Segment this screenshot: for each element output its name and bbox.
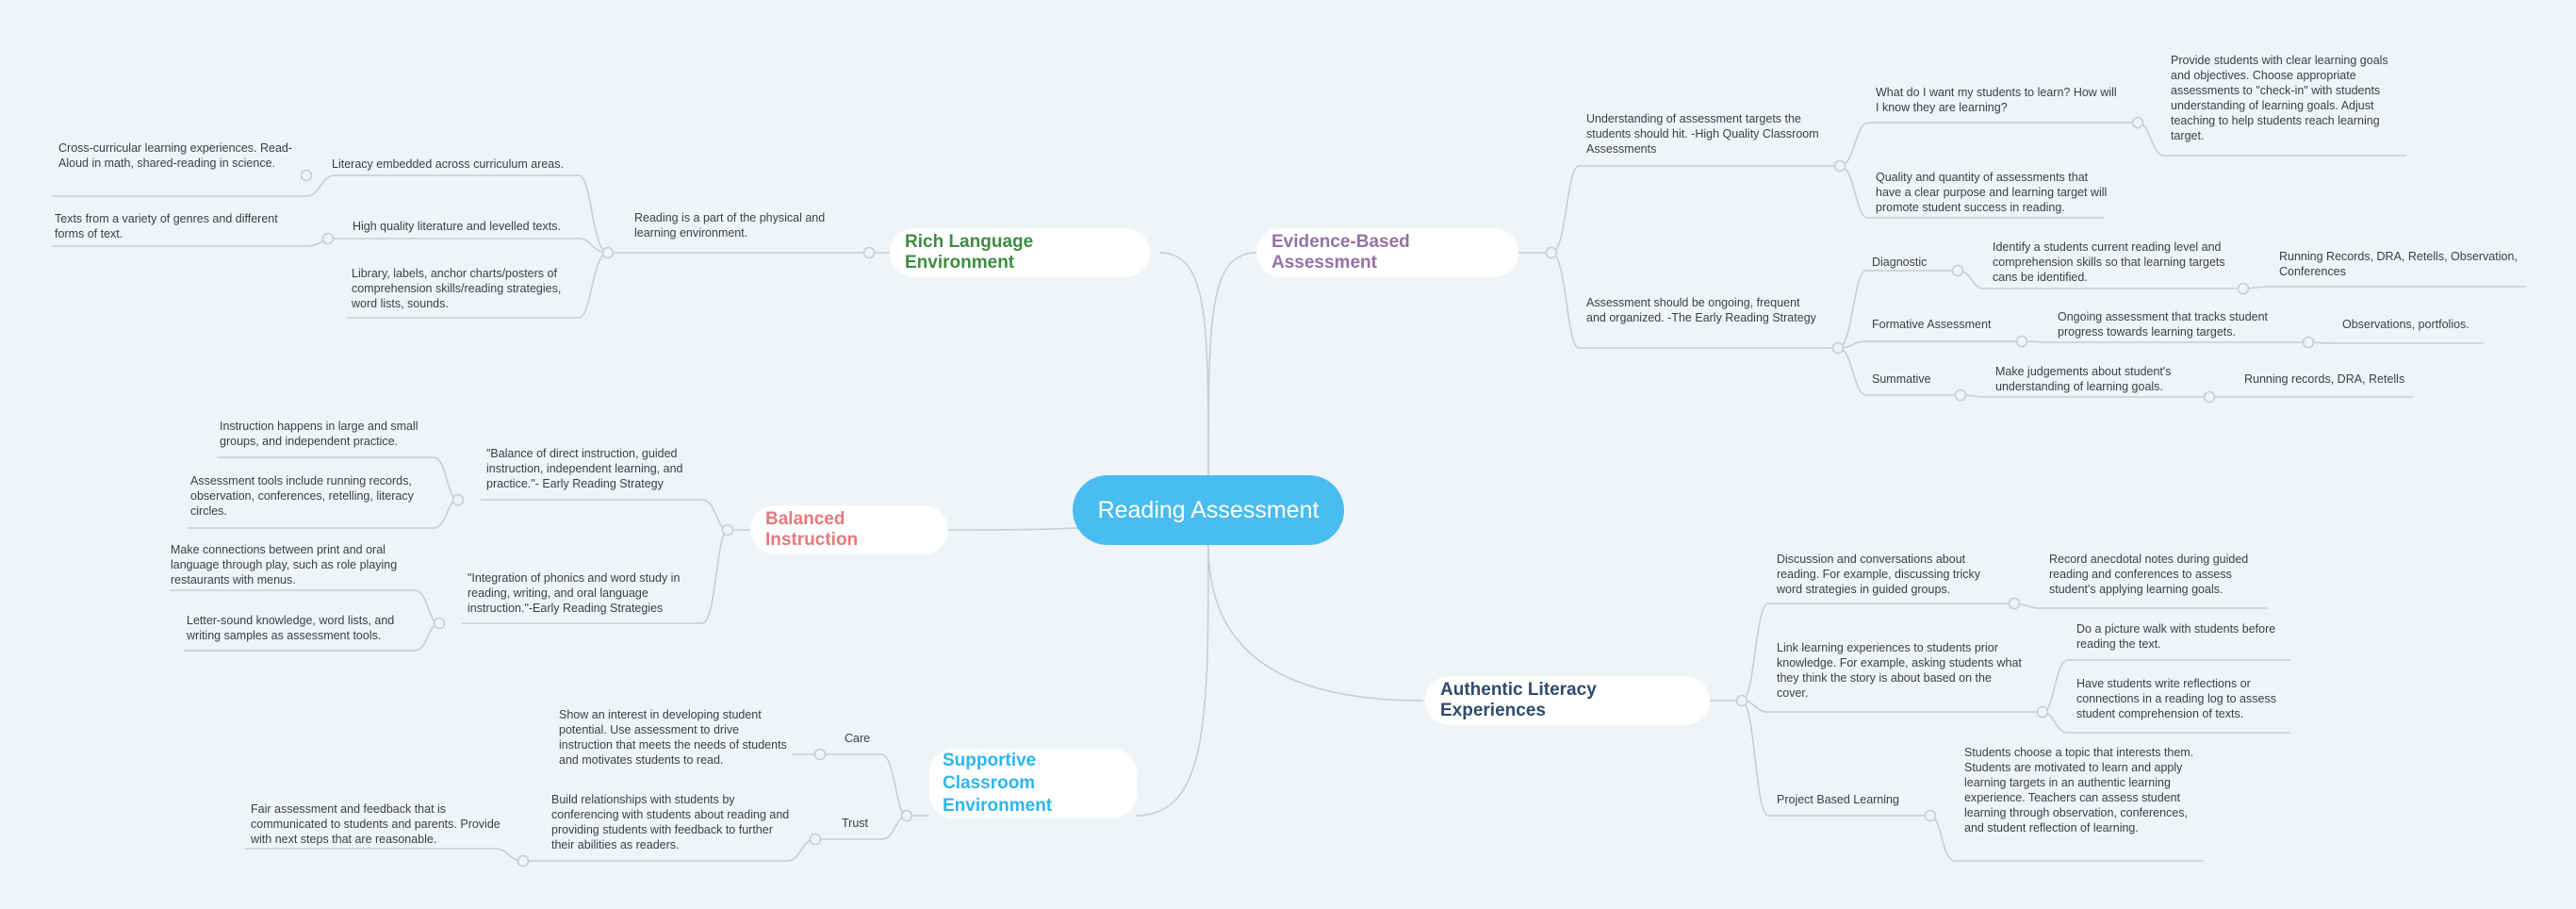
link-joint [300,169,313,182]
link-joint [2131,116,2144,129]
link-center-supportive [1135,544,1209,817]
link-joint [2203,390,2216,404]
node-instruction-groups[interactable]: Instruction happens in large and small g… [220,420,418,448]
link-center-authentic [1207,544,1424,702]
node-project-detail[interactable]: Students choose a topic that interests t… [1964,746,2194,835]
link-joint [601,246,615,259]
node-texts-variety[interactable]: Texts from a variety of genres and diffe… [55,212,278,240]
node-picture-walk[interactable]: Do a picture walk with students before r… [2076,622,2276,651]
node-letter-sound[interactable]: Letter-sound knowledge, word lists, and … [187,614,395,642]
node-care[interactable]: Care [845,732,871,745]
branch-authentic-literacy[interactable]: Authentic Literacy Experiences [1425,676,1710,725]
node-library-labels[interactable]: Library, labels, anchor charts/posters o… [352,267,562,310]
node-reading-log-reflections[interactable]: Have students write reflections or conne… [2076,677,2276,720]
node-trust-detail[interactable]: Build relationships with students by con… [551,793,790,851]
link-joint [813,748,827,761]
node-formative-assessment[interactable]: Formative Assessment [1872,318,1992,331]
link-joint [321,232,335,245]
link-joint [433,617,446,630]
node-assessment-tools[interactable]: Assessment tools include running records… [190,474,414,518]
node-diagnostic-detail[interactable]: Identify a students current reading leve… [1993,240,2225,284]
link-joint [1924,809,1937,822]
node-project-based-learning[interactable]: Project Based Learning [1777,793,1899,806]
link-joint [517,854,530,868]
branch-rich-language[interactable]: Rich Language Environment [890,228,1150,277]
link-joint [451,493,465,506]
node-anecdotal-notes[interactable]: Record anecdotal notes during guided rea… [2049,553,2249,596]
node-clear-learning-goals[interactable]: Provide students with clear learning goa… [2171,54,2388,142]
branch-supportive-classroom[interactable]: Supportive Classroom Environment [929,749,1137,818]
link-center-evidence [1207,252,1257,476]
node-balance-quote[interactable]: "Balance of direct instruction, guided i… [486,447,683,490]
node-fair-feedback[interactable]: Fair assessment and feedback that is com… [251,802,500,846]
node-diagnostic-tools[interactable]: Running Records, DRA, Retells, Observati… [2279,250,2518,278]
link-joint [1951,264,1964,277]
node-diagnostic[interactable]: Diagnostic [1872,256,1928,269]
node-high-quality-literature[interactable]: High quality literature and levelled tex… [353,220,561,233]
node-cross-curricular[interactable]: Cross-curricular learning experiences. R… [58,141,293,170]
link-joint [1735,694,1748,707]
link-joint [1954,388,1967,402]
link-joint [2015,335,2028,348]
link-joint [900,809,913,822]
link-center-rich [1158,252,1209,476]
link-joint [1545,246,1558,259]
node-care-detail[interactable]: Show an interest in developing student p… [559,708,787,767]
branch-balanced-instruction[interactable]: Balanced Instruction [750,505,948,554]
link-joint [721,523,734,537]
link-joint [809,833,822,846]
node-summative-detail[interactable]: Make judgements about student's understa… [1995,365,2172,393]
node-assessment-targets[interactable]: Understanding of assessment targets the … [1586,112,1819,156]
node-ongoing-assessment[interactable]: Assessment should be ongoing, frequent a… [1586,296,1816,324]
node-formative-tools[interactable]: Observations, portfolios. [2342,318,2469,331]
link-joint [862,246,876,259]
link-joint [2008,597,2021,610]
node-summative[interactable]: Summative [1872,372,1931,386]
node-quality-quantity[interactable]: Quality and quantity of assessments that… [1876,171,2108,214]
link-joint [2036,705,2049,719]
link-joint [2302,336,2315,349]
node-summative-tools[interactable]: Running records, DRA, Retells [2244,372,2405,386]
node-trust[interactable]: Trust [842,817,869,830]
node-literacy-embedded[interactable]: Literacy embedded across curriculum area… [332,157,564,171]
link-joint [1831,341,1845,355]
node-integration-quote[interactable]: "Integration of phonics and word study i… [468,571,681,615]
link-joint [1833,159,1846,173]
node-print-oral-connections[interactable]: Make connections between print and oral … [171,543,398,587]
central-topic[interactable]: Reading Assessment [1073,475,1344,545]
node-formative-detail[interactable]: Ongoing assessment that tracks student p… [2058,310,2269,339]
node-what-to-learn[interactable]: What do I want my students to learn? How… [1876,86,2117,114]
branch-evidence-based[interactable]: Evidence-Based Assessment [1256,228,1518,277]
node-reading-part-of-environment[interactable]: Reading is a part of the physical and le… [634,211,826,240]
node-discussion[interactable]: Discussion and conversations about readi… [1777,553,1981,596]
node-link-prior-knowledge[interactable]: Link learning experiences to students pr… [1777,641,2022,700]
link-joint [2237,282,2250,295]
